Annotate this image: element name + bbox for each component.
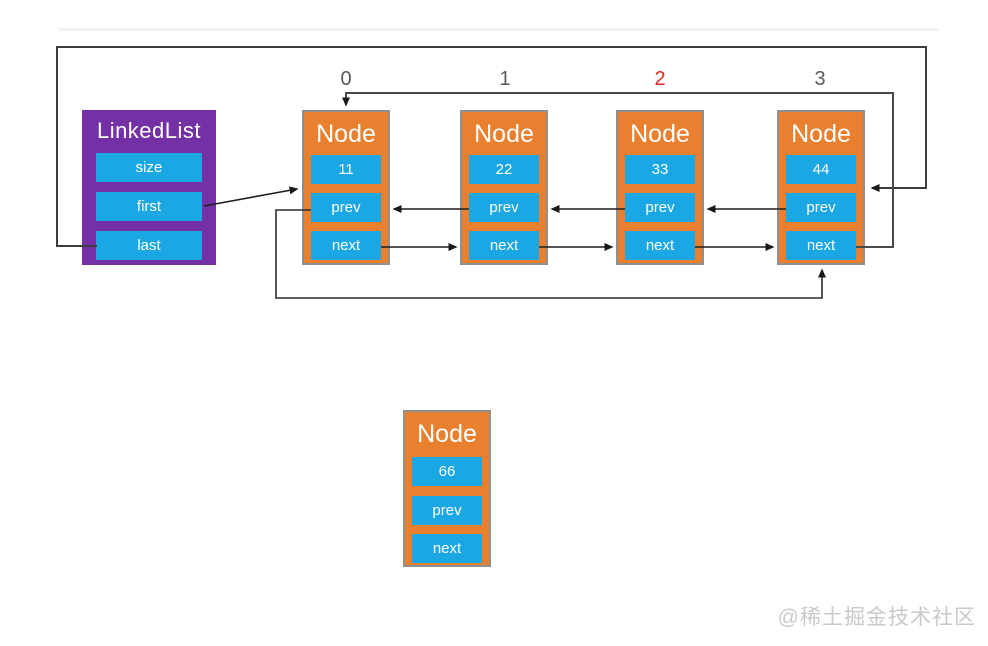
index-label-0: 0 xyxy=(340,68,352,90)
node-3-title: Node xyxy=(791,120,851,148)
node-1-value: 22 xyxy=(469,155,539,184)
detached-node-value: 66 xyxy=(412,457,482,486)
node-3-value: 44 xyxy=(786,155,856,184)
index-label-1: 1 xyxy=(499,68,511,90)
linkedlist-title: LinkedList xyxy=(96,118,202,143)
node-1-title: Node xyxy=(474,120,534,148)
detached-node-title: Node xyxy=(417,420,477,448)
linkedlist-field-last: last xyxy=(96,231,202,260)
node-1-box: Node 22 prev next xyxy=(460,110,548,265)
node-2-next-field: next xyxy=(625,231,695,260)
linkedlist-box: LinkedList size first last xyxy=(82,110,216,265)
node-2-box: Node 33 prev next xyxy=(616,110,704,265)
node-0-box: Node 11 prev next xyxy=(302,110,390,265)
detached-node-prev-field: prev xyxy=(412,496,482,525)
arrow-first-to-node0 xyxy=(203,186,299,207)
node-0-next-field: next xyxy=(311,231,381,260)
node-0-value: 11 xyxy=(311,155,381,184)
node-1-next-field: next xyxy=(469,231,539,260)
watermark-text: @稀土掘金技术社区 xyxy=(777,606,976,629)
linkedlist-field-size: size xyxy=(96,153,202,182)
linkedlist-field-first: first xyxy=(96,192,202,221)
detached-node-next-field: next xyxy=(412,534,482,563)
node-0-title: Node xyxy=(316,120,376,148)
faint-top-artifact-line xyxy=(58,28,938,31)
node-2-prev-field: prev xyxy=(625,193,695,222)
node-2-title: Node xyxy=(630,120,690,148)
node-2-value: 33 xyxy=(625,155,695,184)
node-0-prev-field: prev xyxy=(311,193,381,222)
node-3-box: Node 44 prev next xyxy=(777,110,865,265)
node-3-next-field: next xyxy=(786,231,856,260)
detached-node-box: Node 66 prev next xyxy=(403,410,491,567)
node-1-prev-field: prev xyxy=(469,193,539,222)
node-3-prev-field: prev xyxy=(786,193,856,222)
index-label-3: 3 xyxy=(814,68,826,90)
index-label-2-highlighted: 2 xyxy=(654,68,666,90)
